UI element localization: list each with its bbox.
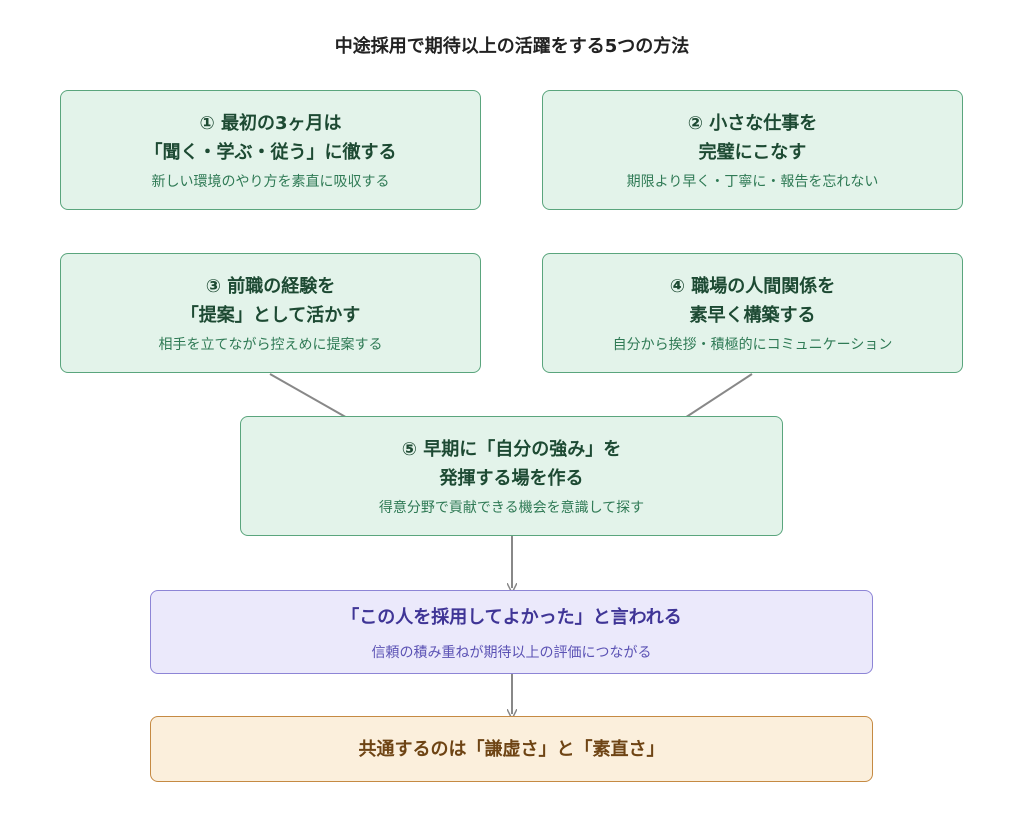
result-box: 「この人を採用してよかった」と言われる 信頼の積み重ねが期待以上の評価につながる xyxy=(150,590,873,674)
step-2-description: 期限より早く・丁寧に・報告を忘れない xyxy=(626,174,879,190)
step-3-description: 相手を立てながら控えめに提案する xyxy=(158,337,383,353)
common-box: 共通するのは「謙虚さ」と「素直さ」 xyxy=(150,716,873,782)
result-heading: 「この人を採用してよかった」と言われる xyxy=(341,606,682,628)
step-1-heading-line1: ① 最初の3ヶ月は xyxy=(199,113,342,134)
step-5-heading-line1: ⑤ 早期に「自分の強み」を xyxy=(401,439,622,460)
step-4-box: ④ 職場の人間関係を 素早く構築する 自分から挨拶・積極的にコミュニケーション xyxy=(542,253,963,373)
step-3-heading-line1: ③ 前職の経験を xyxy=(205,276,336,297)
step-5-box: ⑤ 早期に「自分の強み」を 発揮する場を作る 得意分野で貢献できる機会を意識して… xyxy=(240,416,783,536)
step-4-heading-line2: 素早く構築する xyxy=(689,305,816,326)
step-5-description: 得意分野で貢献できる機会を意識して探す xyxy=(378,500,645,516)
step-2-heading-line1: ② 小さな仕事を xyxy=(687,113,818,134)
step-2-heading-line2: 完璧にこなす xyxy=(698,142,807,163)
step-1-description: 新しい環境のやり方を素直に吸収する xyxy=(151,174,390,190)
step-4-heading-line1: ④ 職場の人間関係を xyxy=(669,276,836,297)
page-title: 中途採用で期待以上の活躍をする5つの方法 xyxy=(334,36,690,57)
step-4-description: 自分から挨拶・積極的にコミュニケーション xyxy=(612,337,893,353)
common-heading: 共通するのは「謙虚さ」と「素直さ」 xyxy=(358,738,665,760)
step-3-heading-line2: 「提案」として活かす xyxy=(180,305,361,326)
step-3-box: ③ 前職の経験を 「提案」として活かす 相手を立てながら控えめに提案する xyxy=(60,253,481,373)
step-2-box: ② 小さな仕事を 完璧にこなす 期限より早く・丁寧に・報告を忘れない xyxy=(542,90,963,210)
result-description: 信頼の積み重ねが期待以上の評価につながる xyxy=(371,644,652,661)
step-1-box: ① 最初の3ヶ月は 「聞く・学ぶ・従う」に徹する 新しい環境のやり方を素直に吸収… xyxy=(60,90,481,210)
step-5-heading-line2: 発揮する場を作る xyxy=(439,468,584,489)
step-1-heading-line2: 「聞く・学ぶ・従う」に徹する xyxy=(144,142,397,163)
